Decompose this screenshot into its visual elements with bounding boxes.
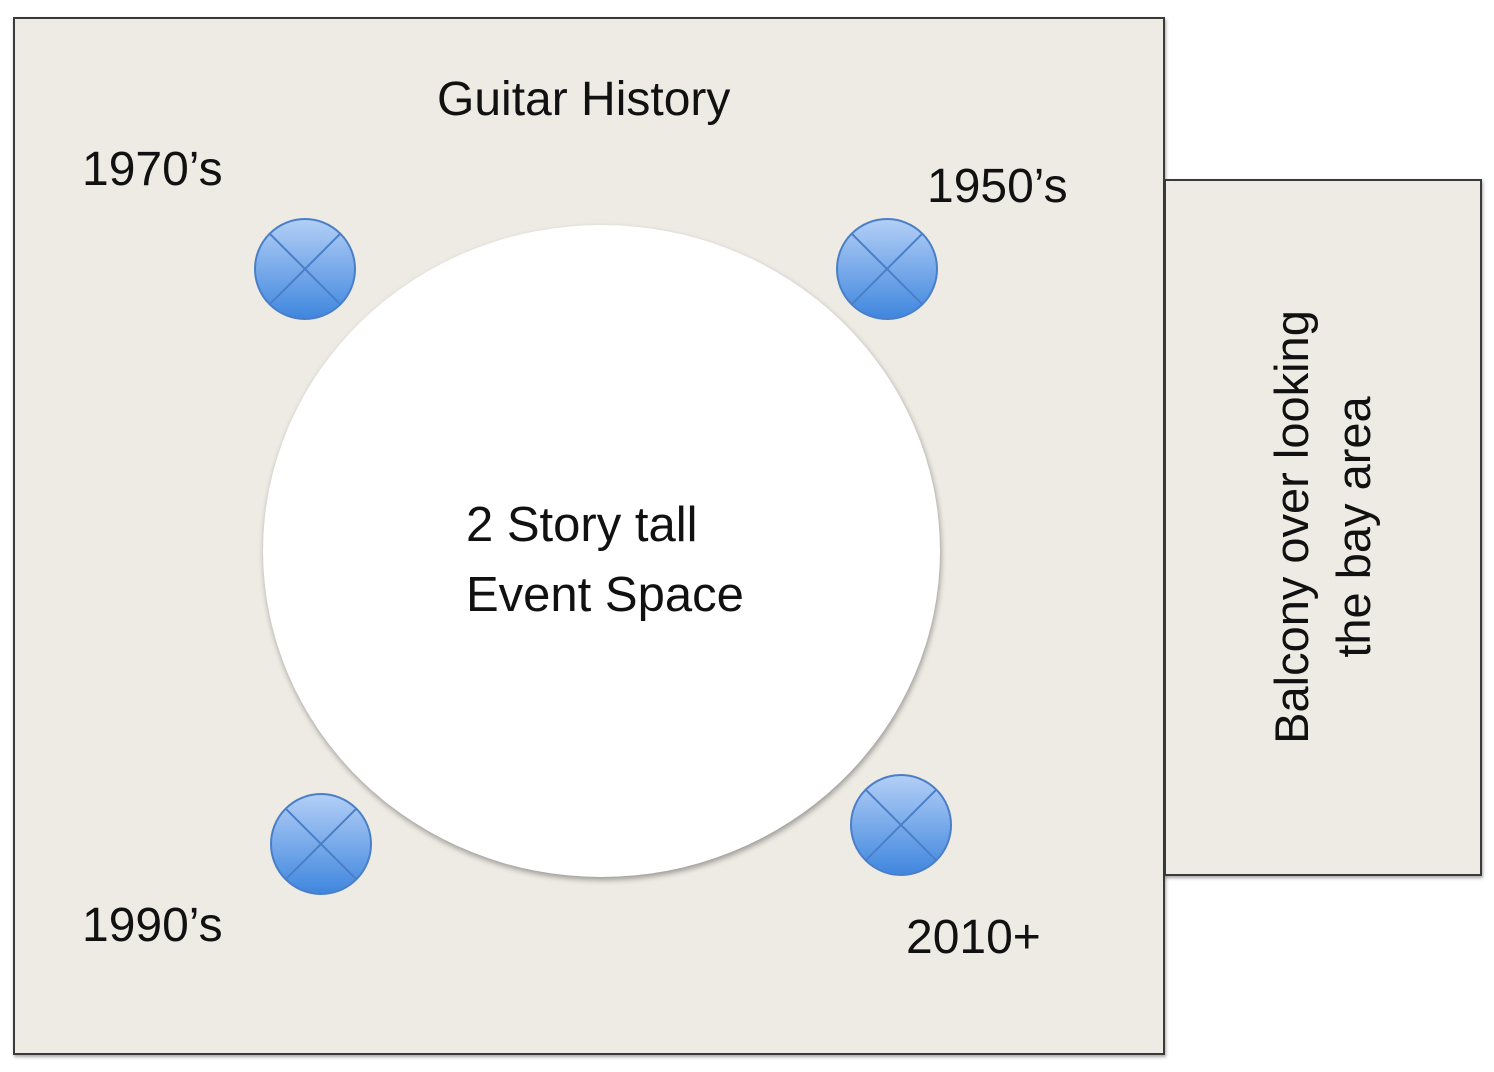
exhibit-marker-1990s-icon xyxy=(270,793,372,895)
exhibit-marker-1950s-icon xyxy=(836,218,938,320)
era-label-1970s: 1970’s xyxy=(82,143,223,196)
era-label-1950s: 1950’s xyxy=(927,160,1068,213)
era-label-1990s: 1990’s xyxy=(82,899,223,952)
exhibit-marker-1970s-icon xyxy=(254,218,356,320)
balcony-label: Balcony over looking the bay area xyxy=(1265,310,1380,744)
exhibit-marker-2010s-icon xyxy=(850,774,952,876)
event-space-circle xyxy=(263,225,940,877)
balcony-area xyxy=(1164,179,1482,876)
event-space-label: 2 Story tall Event Space xyxy=(466,498,744,622)
room-title: Guitar History xyxy=(437,73,731,126)
era-label-2010s: 2010+ xyxy=(906,911,1041,964)
